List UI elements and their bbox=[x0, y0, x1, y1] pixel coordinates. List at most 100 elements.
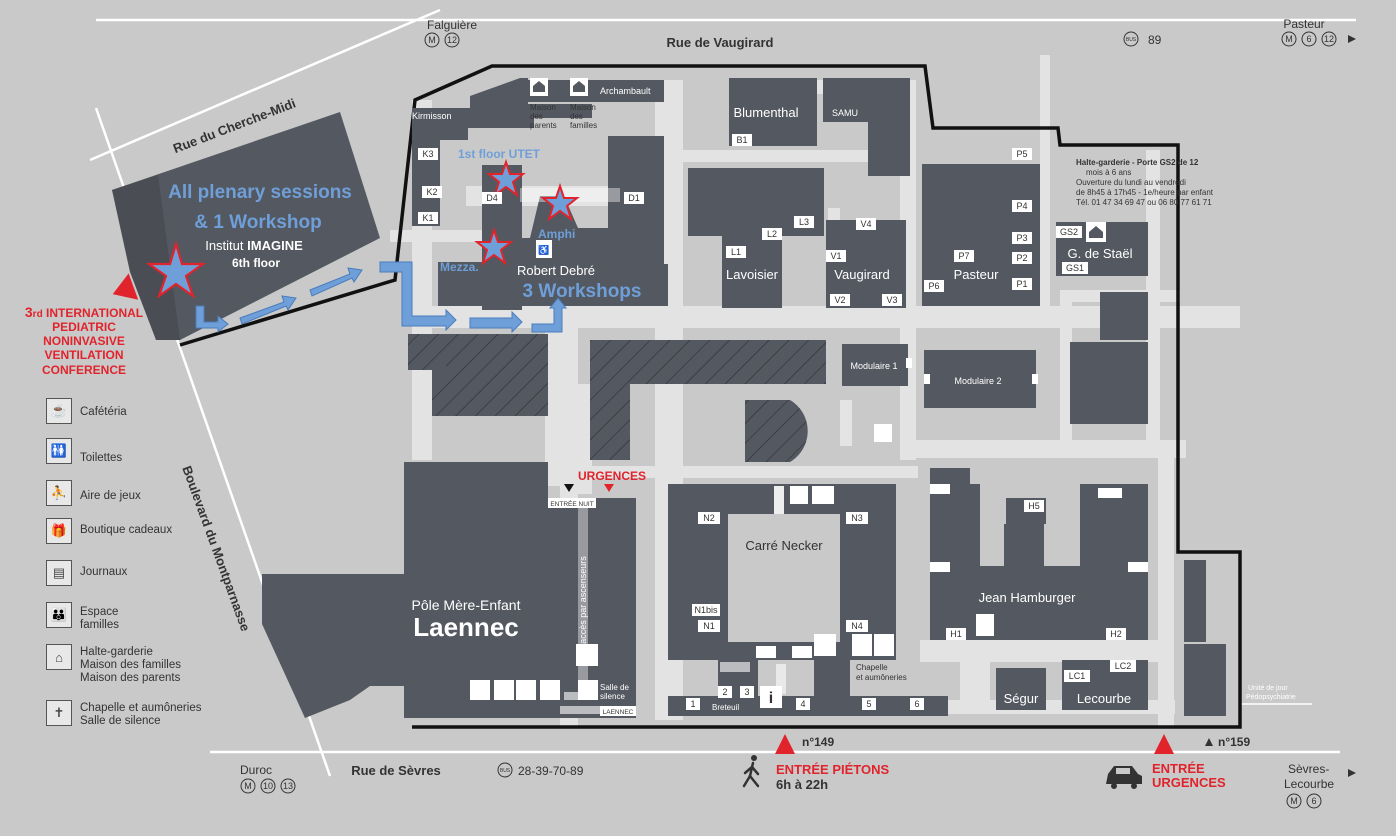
svg-text:P5: P5 bbox=[1016, 149, 1027, 159]
label-vaugirard: Vaugirard bbox=[834, 267, 889, 282]
house-icon: ⌂ bbox=[46, 644, 72, 670]
svg-text:P3: P3 bbox=[1016, 233, 1027, 243]
label-robert-debre: Robert Debré bbox=[517, 263, 595, 278]
map-amenity-icons: ♿ i bbox=[470, 222, 1106, 708]
building-samu[interactable] bbox=[823, 78, 910, 176]
svg-text:Salle de: Salle de bbox=[600, 683, 629, 692]
svg-text:3: 3 bbox=[744, 687, 749, 697]
svg-text:D4: D4 bbox=[486, 193, 498, 203]
label-pasteur: Pasteur bbox=[954, 267, 999, 282]
svg-text:K3: K3 bbox=[422, 149, 433, 159]
metro-duroc-lines: M 10 13 bbox=[240, 778, 296, 794]
svg-text:PEDIATRIC: PEDIATRIC bbox=[52, 320, 116, 334]
building-laennec[interactable] bbox=[262, 462, 636, 718]
label-laennec: Laennec bbox=[413, 612, 519, 642]
cafe-icon: ☕ bbox=[46, 398, 72, 424]
building-jean-hamburger[interactable] bbox=[930, 468, 1148, 640]
label-samu: SAMU bbox=[832, 108, 858, 118]
label-modulaire-2: Modulaire 2 bbox=[954, 376, 1001, 386]
pedestrian-icon bbox=[742, 755, 760, 788]
svg-text:Ouverture du lundi au vendredi: Ouverture du lundi au vendredi bbox=[1076, 178, 1186, 187]
svg-text:V1: V1 bbox=[830, 251, 841, 261]
building-vaugirard[interactable] bbox=[826, 220, 906, 308]
svg-text:13: 13 bbox=[283, 781, 293, 791]
svg-text:M: M bbox=[428, 35, 436, 45]
entrance-n149: n°149 bbox=[802, 735, 834, 749]
svg-text:10: 10 bbox=[263, 781, 273, 791]
building-modulaire-2[interactable] bbox=[924, 350, 1036, 408]
svg-text:BUS: BUS bbox=[1126, 37, 1137, 43]
svg-text:VENTILATION: VENTILATION bbox=[44, 348, 123, 362]
car-icon bbox=[1106, 766, 1142, 789]
star-amphi bbox=[540, 182, 580, 222]
metro-falguiere-lines: M 12 bbox=[424, 32, 460, 48]
street-vaugirard: Rue de Vaugirard bbox=[667, 35, 774, 50]
svg-text:H2: H2 bbox=[1110, 629, 1122, 639]
svg-text:Pédopsychiatrie: Pédopsychiatrie bbox=[1246, 694, 1296, 701]
metro-pasteur: Pasteur bbox=[1283, 17, 1324, 31]
svg-text:N3: N3 bbox=[851, 513, 863, 523]
svg-text:GS2: GS2 bbox=[1060, 227, 1078, 237]
svg-text:H5: H5 bbox=[1028, 501, 1040, 511]
svg-text:parents: parents bbox=[530, 121, 557, 130]
svg-text:P6: P6 bbox=[928, 281, 939, 291]
label-acces: accès par ascenseurs bbox=[578, 556, 588, 644]
svg-text:V3: V3 bbox=[886, 295, 897, 305]
family-icon: 👪 bbox=[46, 602, 72, 628]
building-modulaire-1[interactable] bbox=[842, 344, 908, 386]
svg-text:6: 6 bbox=[1306, 34, 1311, 44]
svg-text:6th floor: 6th floor bbox=[232, 256, 280, 270]
svg-text:N1: N1 bbox=[703, 621, 715, 631]
svg-text:M: M bbox=[244, 781, 252, 791]
svg-text:B1: B1 bbox=[736, 135, 747, 145]
playground-icon bbox=[874, 424, 892, 442]
building-kirmisson[interactable] bbox=[412, 78, 664, 226]
svg-text:♿: ♿ bbox=[538, 244, 549, 255]
newspaper-icon: ▤ bbox=[46, 560, 72, 586]
entrance-pietons: ENTRÉE PIÉTONS bbox=[776, 762, 890, 777]
label-archambault: Archambault bbox=[600, 86, 651, 96]
label-stael: G. de Staël bbox=[1067, 246, 1132, 261]
svg-text:N1bis: N1bis bbox=[694, 605, 718, 615]
svg-text:de 8h45 à 17h45 - 1e/heure par: de 8h45 à 17h45 - 1e/heure par enfant bbox=[1076, 188, 1214, 197]
svg-text:BUS: BUS bbox=[500, 768, 511, 774]
entrance-urgences: ENTRÉE bbox=[1152, 761, 1205, 776]
venue-plenary: All plenary sessions bbox=[168, 182, 352, 203]
legend-item-toilettes: 🚻 Toilettes bbox=[46, 438, 122, 465]
label-jean-hamburger: Jean Hamburger bbox=[979, 590, 1076, 605]
svg-text:M: M bbox=[1290, 796, 1298, 806]
toilets-icon-hamburger bbox=[976, 614, 994, 636]
venue-stars bbox=[145, 158, 580, 299]
svg-text:Unité de jour: Unité de jour bbox=[1248, 685, 1288, 692]
label-modulaire-1: Modulaire 1 bbox=[850, 361, 897, 371]
svg-text:familles: familles bbox=[570, 121, 597, 130]
svg-text:D1: D1 bbox=[628, 193, 640, 203]
chapel-icon: ✝ bbox=[46, 700, 72, 726]
label-lecourbe: Lecourbe bbox=[1077, 691, 1131, 706]
building-segur[interactable] bbox=[996, 668, 1046, 710]
building-rotonde bbox=[745, 400, 808, 462]
tag-laennec bbox=[600, 706, 636, 716]
svg-text:Halte-garderie - Porte GS2 de: Halte-garderie - Porte GS2 de 12 bbox=[1076, 158, 1199, 167]
legend-item-journaux: ▤ Journaux bbox=[46, 560, 127, 586]
building-pedopsychiatrie[interactable] bbox=[1184, 644, 1226, 716]
venue-mezza: Mezza. bbox=[440, 260, 479, 274]
svg-text:des: des bbox=[570, 112, 583, 121]
legend-item-cafeteria: ☕ Cafétéria bbox=[46, 398, 127, 424]
svg-text:& 1 Workshop: & 1 Workshop bbox=[194, 212, 321, 233]
label-urgences: URGENCES bbox=[578, 469, 646, 483]
metro-falguiere: Falguière bbox=[427, 18, 477, 32]
svg-text:M: M bbox=[1285, 34, 1293, 44]
svg-text:Maison: Maison bbox=[570, 103, 596, 112]
svg-text:P4: P4 bbox=[1016, 201, 1027, 211]
halte-info: Halte-garderie - Porte GS2 de 12 mois à … bbox=[1076, 158, 1214, 207]
svg-text:CONFERENCE: CONFERENCE bbox=[42, 363, 126, 377]
svg-text:URGENCES: URGENCES bbox=[1152, 775, 1226, 790]
newspaper-icon bbox=[790, 486, 808, 504]
svg-text:12: 12 bbox=[1324, 34, 1334, 44]
svg-text:LC1: LC1 bbox=[1069, 671, 1086, 681]
svg-text:L2: L2 bbox=[767, 229, 777, 239]
svg-text:N2: N2 bbox=[703, 513, 715, 523]
svg-text:6: 6 bbox=[1311, 796, 1316, 806]
